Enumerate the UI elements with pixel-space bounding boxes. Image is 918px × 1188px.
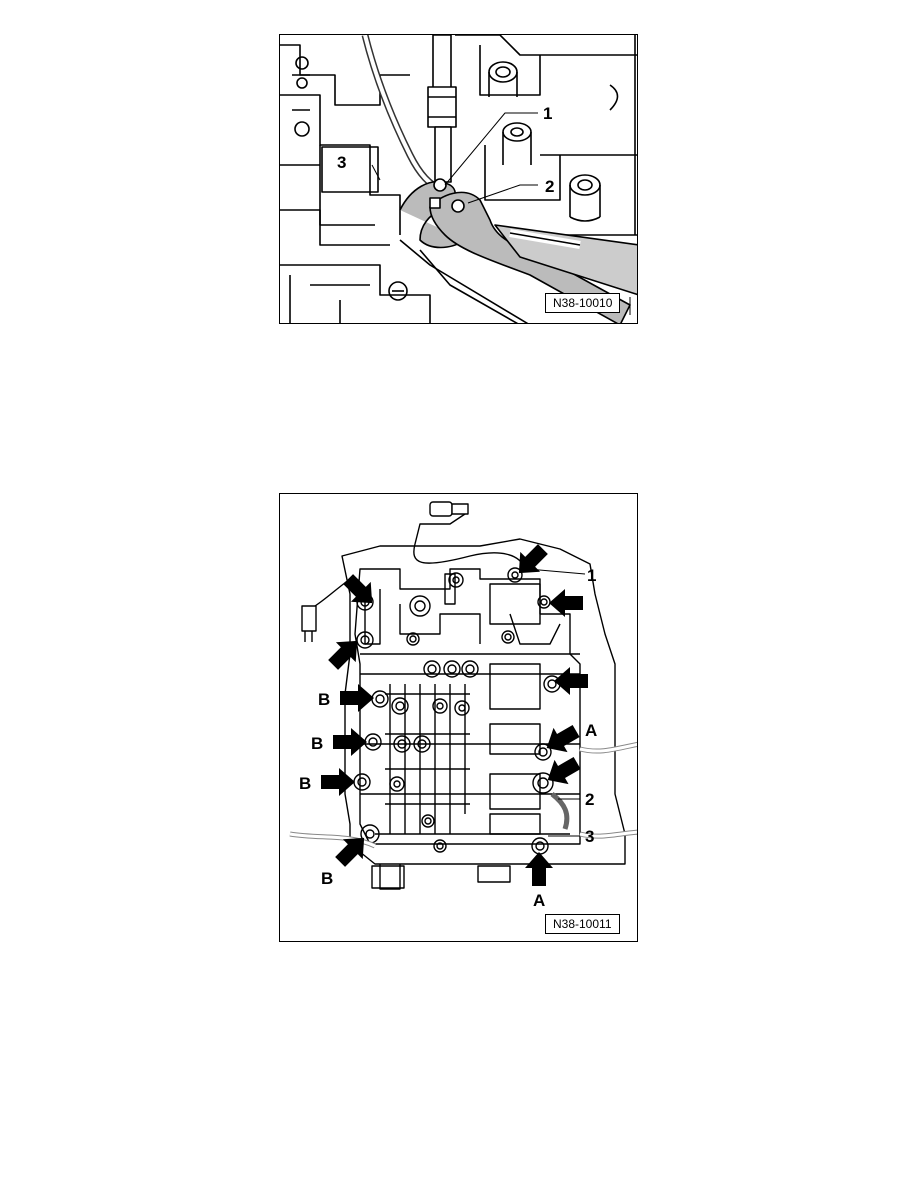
callout-1: 1 — [543, 104, 553, 123]
valve-body-drawing — [289, 501, 637, 890]
callout-b-3: B — [299, 774, 312, 793]
callout-1: 1 — [587, 566, 597, 585]
figure-code: N38-10011 — [545, 914, 620, 934]
callout-b-2: B — [311, 734, 324, 753]
callout-a-bottom: A — [533, 891, 546, 910]
callout-a-top: A — [585, 721, 598, 740]
callout-2: 2 — [585, 790, 595, 809]
callout-3: 3 — [585, 827, 595, 846]
callout-3: 3 — [337, 153, 347, 172]
callout-2: 2 — [545, 177, 555, 196]
figure-code: N38-10010 — [545, 293, 621, 313]
illustration-n38-10011: 1 2 3 A A B B B B N38-10011 — [279, 493, 638, 942]
callout-b-4: B — [321, 869, 334, 888]
callout-b-1: B — [318, 690, 331, 709]
illustration-n38-10010: 1 2 3 N38-10010 — [279, 34, 638, 324]
transmission-pliers-drawing — [280, 35, 637, 323]
